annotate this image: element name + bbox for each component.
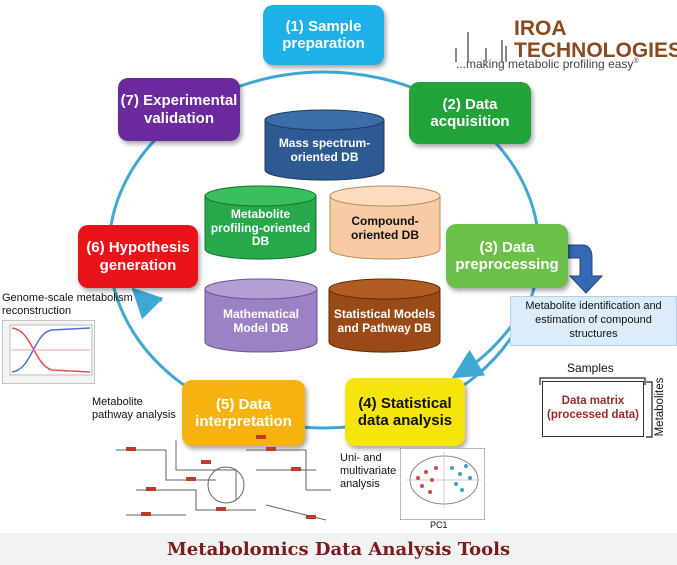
step-experimental-validation: (7) Experimental validation: [118, 78, 240, 141]
data-matrix-text: Data matrix (processed data): [546, 395, 640, 421]
db-statistical-models: Statistical Models and Pathway DB: [328, 278, 441, 353]
step-hypothesis-generation: (6) Hypothesis generation: [78, 225, 198, 288]
step-experimental-validation-label: (7) Experimental validation: [120, 92, 238, 127]
db-mathematical-model: Mathematical Model DB: [204, 278, 318, 353]
step-data-preprocessing-label: (3) Data preprocessing: [455, 238, 559, 273]
db-compound: Compound-oriented DB: [329, 185, 441, 260]
step-statistical-data-analysis-label: (4) Statistical data analysis: [357, 394, 453, 429]
iroa-logo: IROA TECHNOLOGIES ...making metabolic pr…: [450, 12, 677, 74]
samples-bracket: [539, 377, 646, 385]
preprocessing-bent-arrow: [567, 244, 604, 294]
registered-mark: ®: [633, 58, 639, 65]
db-mass-spectrum-label: Mass spectrum-oriented DB: [278, 136, 371, 164]
db-statistical-models-shape: [328, 278, 441, 353]
db-mathematical-model-shape: [204, 278, 318, 353]
identification-text: Metabolite identification and estimation…: [525, 300, 662, 340]
db-compound-label: Compound-oriented DB: [350, 213, 419, 242]
step-hypothesis-generation-label: (6) Hypothesis generation: [86, 239, 190, 274]
iroa-logo-bars-icon: [455, 32, 507, 62]
pathway-label: Metabolite pathway analysis: [92, 396, 176, 422]
uni-multi-label: Uni- and multivariate analysis: [340, 452, 397, 491]
genome-label: Genome-scale metabolism reconstruction: [2, 292, 133, 318]
step-data-preprocessing: (3) Data preprocessing: [446, 224, 568, 288]
footer-title: Metabolomics Data Analysis Tools: [0, 533, 677, 565]
pathway-map-thumbnail: [116, 435, 331, 521]
step-data-interpretation: (5) Data interpretation: [182, 380, 305, 446]
arrow-to-hypothesis: [131, 287, 164, 320]
db-statistical-models-label: Statistical Models and Pathway DB: [333, 306, 436, 335]
data-matrix-box: Data matrix (processed data): [542, 381, 644, 437]
step-data-acquisition: (2) Data acquisition: [409, 82, 531, 144]
iroa-logo-name-line2: TECHNOLOGIES: [514, 39, 677, 63]
pca-plot-thumbnail: [400, 448, 485, 520]
db-metabolite-profiling-label: Metabolite profiling-oriented DB: [210, 206, 311, 249]
metabolites-bracket: [646, 381, 653, 438]
db-metabolite-profiling-shape: [204, 185, 317, 260]
step-sample-preparation-label: (1) Sample preparation: [282, 17, 365, 52]
step-data-acquisition-label: (2) Data acquisition: [430, 95, 510, 130]
samples-label: Samples: [567, 361, 614, 375]
identification-box: Metabolite identification and estimation…: [510, 296, 677, 346]
iroa-logo-tagline: ...making metabolic profiling easy: [456, 57, 634, 71]
db-mass-spectrum-shape: [264, 109, 385, 181]
step-sample-preparation: (1) Sample preparation: [263, 5, 384, 65]
db-metabolite-profiling: Metabolite profiling-oriented DB: [204, 185, 317, 260]
iroa-logo-name-line1: IROA: [514, 17, 567, 40]
step-statistical-data-analysis: (4) Statistical data analysis: [345, 378, 465, 446]
pca-axis-label: PC1: [430, 520, 448, 530]
db-mathematical-model-label: Mathematical Model DB: [222, 306, 300, 335]
db-compound-shape: [329, 185, 441, 260]
metabolites-label: Metabolites: [654, 377, 666, 437]
db-mass-spectrum: Mass spectrum-oriented DB: [264, 109, 385, 181]
genome-plot-thumbnail: [2, 320, 95, 384]
step-data-interpretation-label: (5) Data interpretation: [195, 395, 292, 430]
